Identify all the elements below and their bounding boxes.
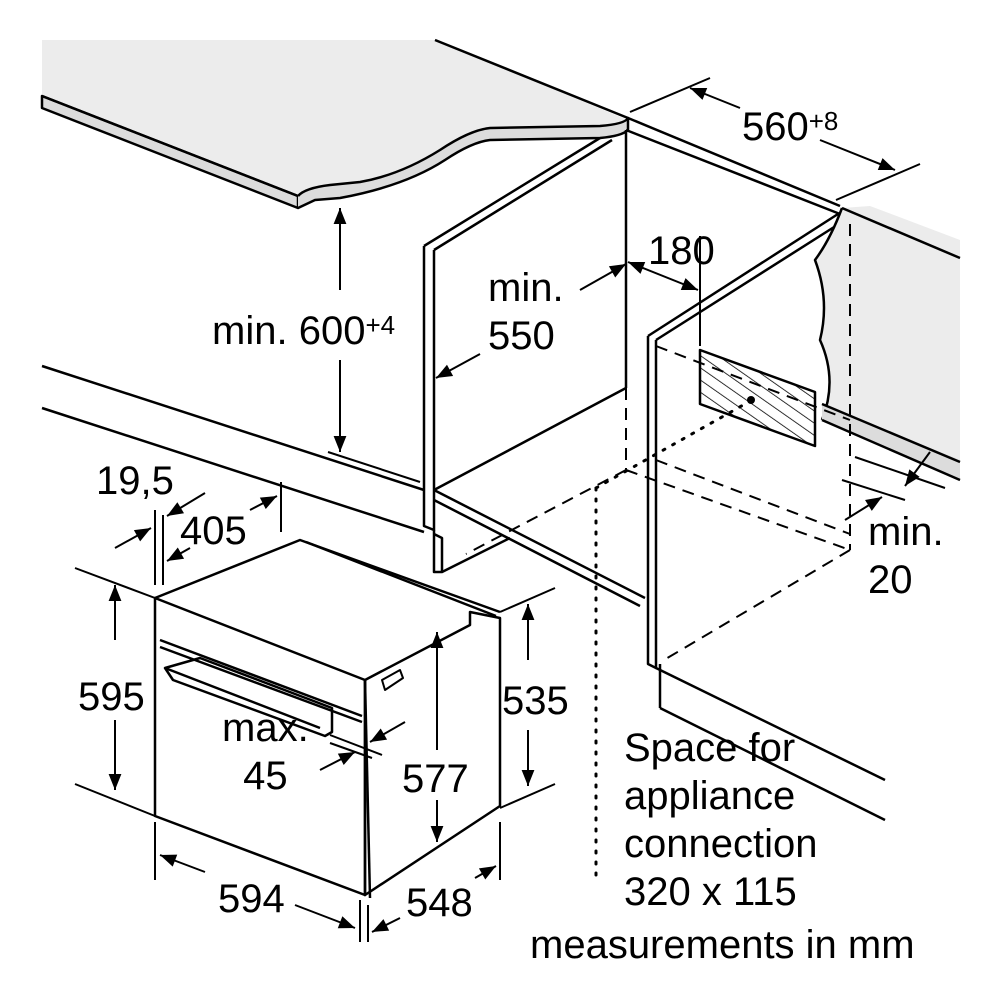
dim-niche-depth: min. 550 — [488, 264, 564, 360]
dim-prefix: min. — [868, 510, 944, 554]
dim-total-height: 595 — [78, 675, 145, 719]
cabinet-left-panel — [41, 130, 646, 608]
connection-guide-dots — [594, 402, 747, 882]
dim-top-depth: 405 — [180, 509, 247, 553]
cabinet-right — [625, 116, 961, 822]
worktop-left — [40, 38, 630, 210]
note-line: 320 x 115 — [624, 870, 797, 914]
dim-value: 550 — [488, 314, 555, 358]
dim-rear-clearance: min. 20 — [868, 508, 944, 604]
dim-side-height: 535 — [502, 679, 569, 723]
dim-niche-width: 560+8 — [742, 104, 838, 150]
dim-value: 20 — [868, 558, 913, 602]
note-line: connection — [624, 822, 818, 866]
dim-total-width: 594 — [218, 877, 285, 921]
connection-area-hatched — [698, 348, 817, 448]
dim-body-depth: 548 — [406, 881, 473, 925]
dim-prefix: max. — [222, 706, 309, 750]
dim-connection-offset: 180 — [648, 229, 715, 273]
note-line: appliance — [624, 774, 796, 818]
dimension-lines — [74, 77, 946, 942]
dim-door-gap: max. 45 — [222, 704, 309, 800]
dim-value: 45 — [243, 754, 288, 798]
note-line: Space for — [624, 726, 796, 770]
dim-body-height: 577 — [402, 757, 469, 801]
dim-niche-height: min. 600+4 — [212, 308, 395, 354]
oven-appliance — [153, 538, 502, 899]
dim-tolerance: +4 — [365, 310, 396, 340]
connection-space-note: Space for appliance connection 320 x 115 — [624, 724, 817, 916]
dim-prefix: min. — [488, 266, 564, 310]
dim-value: 560 — [742, 105, 809, 149]
units-note: measurements in mm — [530, 923, 915, 967]
dim-prefix: min. — [212, 309, 288, 353]
dim-panel-thickness: 19,5 — [96, 459, 174, 503]
dim-value: 600 — [298, 309, 366, 353]
dim-tolerance: +8 — [808, 106, 839, 136]
